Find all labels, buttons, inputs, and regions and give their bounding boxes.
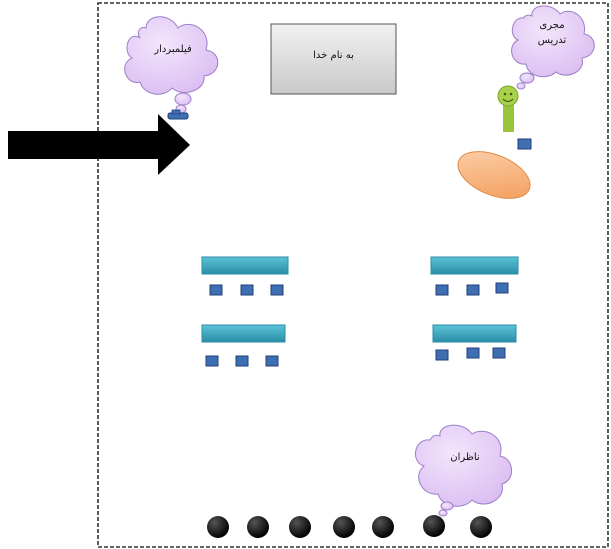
camera-icon <box>167 109 189 120</box>
observer-seats <box>207 515 492 538</box>
observer-seat <box>333 516 355 538</box>
room-border <box>97 2 609 548</box>
observers-label: ناظران <box>450 452 480 463</box>
observer-seat <box>247 516 269 538</box>
table-group-right-back <box>432 324 517 361</box>
observer-seat <box>289 516 311 538</box>
right-arrow-icon <box>8 114 190 175</box>
cameraman-label: فیلمبردار <box>154 44 192 55</box>
smiley-person-icon <box>497 85 519 132</box>
table-group-left-front <box>201 256 289 296</box>
board-label: به نام خدا <box>313 50 354 61</box>
table-group-left-back <box>201 324 286 367</box>
host-desk <box>457 151 531 199</box>
host-chair <box>517 138 532 150</box>
cameraman-thought-cloud <box>124 16 219 114</box>
board <box>270 23 397 95</box>
observer-seat <box>372 516 394 538</box>
observer-seat <box>423 515 445 537</box>
table-group-right-front <box>430 256 519 296</box>
host-label: مجری تدریس <box>537 20 567 46</box>
observer-seat <box>207 516 229 538</box>
observer-seat <box>470 516 492 538</box>
observers-thought-cloud <box>415 424 512 517</box>
host-thought-cloud <box>511 5 595 90</box>
